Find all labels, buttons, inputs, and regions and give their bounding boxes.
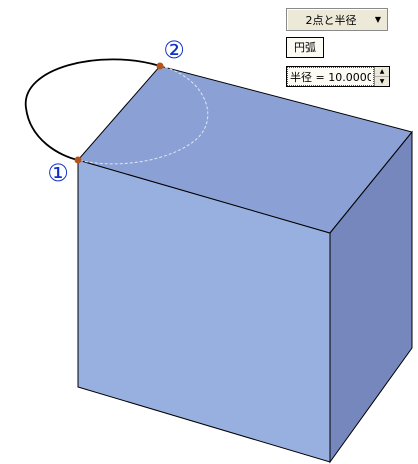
radius-input[interactable] [287, 67, 374, 86]
mode-dropdown[interactable]: 2点と半径 ▼ [286, 8, 388, 31]
tool-label: 円弧 [286, 37, 324, 58]
spin-up-icon[interactable]: ▲ [375, 67, 389, 77]
point-marker-1[interactable] [74, 156, 82, 164]
point-label-2: ② [163, 36, 185, 64]
point-marker-2[interactable] [156, 62, 164, 70]
point-label-1: ① [47, 159, 69, 187]
radius-spinner[interactable]: ▲ ▼ [374, 67, 389, 86]
mode-dropdown-value: 2点と半径 [305, 13, 357, 27]
box-3d [77, 65, 413, 464]
chevron-down-icon[interactable]: ▼ [374, 15, 382, 24]
box-side-face [329, 130, 413, 464]
arc-preview-solid [25, 58, 161, 161]
radius-field[interactable]: ▲ ▼ [286, 66, 390, 87]
spin-down-icon[interactable]: ▼ [379, 78, 385, 85]
arc-preview-hidden [77, 65, 209, 165]
